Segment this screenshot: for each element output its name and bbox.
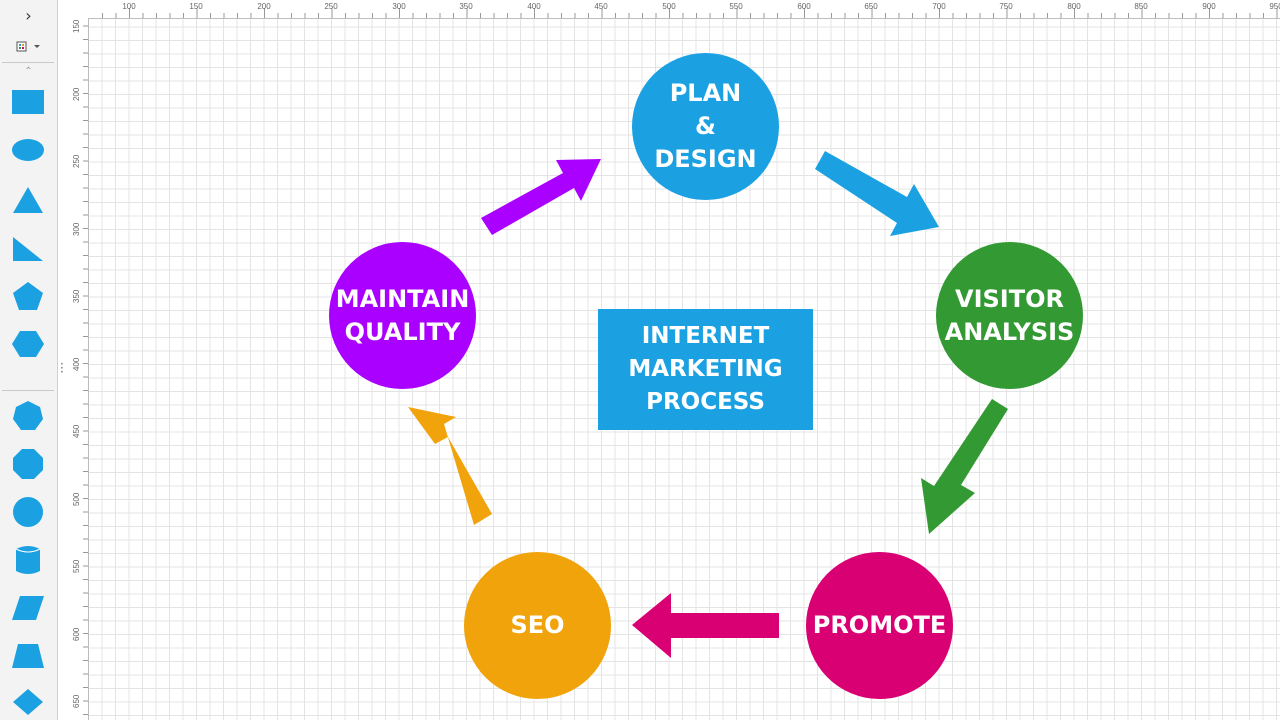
horizontal-ruler-ticks: [102, 8, 1278, 18]
ruler-label: 450: [72, 424, 81, 438]
ruler-label: 650: [864, 2, 878, 11]
step-label: PROMOTE: [812, 611, 947, 639]
ruler-label: 700: [932, 2, 946, 11]
shape-palette: › ⌃: [0, 0, 64, 720]
ruler-label: 500: [662, 2, 676, 11]
ellipse-shape[interactable]: [4, 128, 52, 172]
ruler-label: 200: [72, 87, 81, 101]
central-title-box[interactable]: INTERNET MARKETING PROCESS: [598, 309, 813, 430]
triangle-shape[interactable]: [4, 178, 52, 222]
ruler-label: 750: [999, 2, 1013, 11]
step-label: PLAN & DESIGN: [654, 79, 757, 173]
diamond-shape[interactable]: [4, 680, 52, 724]
central-title-label: INTERNET MARKETING PROCESS: [628, 323, 783, 415]
vertical-ruler: 150 200 250 300 350 400 450 500 550 600 …: [70, 18, 89, 720]
ruler-label: 450: [594, 2, 608, 11]
ruler-label: 400: [72, 357, 81, 371]
ruler-label: 150: [189, 2, 203, 11]
shape-library-button[interactable]: [0, 36, 57, 58]
ruler-corner: [70, 0, 90, 19]
ruler-label: 250: [324, 2, 338, 11]
step-seo[interactable]: SEO: [464, 552, 611, 699]
connector-arrows: [408, 151, 1008, 658]
step-label: VISITOR ANALYSIS: [944, 284, 1075, 346]
ruler-label: 550: [729, 2, 743, 11]
ruler-label: 600: [797, 2, 811, 11]
arrow-visitor-to-promote[interactable]: [921, 399, 1008, 534]
ruler-label: 950: [1269, 2, 1280, 11]
chevron-right-icon: ›: [25, 5, 32, 25]
arrow-seo-to-maintain[interactable]: [408, 407, 492, 525]
step-promote[interactable]: PROMOTE: [806, 552, 953, 699]
rectangle-shape[interactable]: [4, 80, 52, 124]
palette-divider: [2, 62, 54, 63]
trapezoid-shape[interactable]: [4, 634, 52, 678]
vertical-ruler-ticks: [83, 25, 88, 715]
arrow-plan-to-visitor[interactable]: [815, 151, 939, 236]
ruler-label: 300: [72, 222, 81, 236]
decagon-shape[interactable]: [4, 490, 52, 534]
step-visitor-analysis[interactable]: VISITOR ANALYSIS: [936, 242, 1083, 389]
step-label: MAINTAIN QUALITY: [335, 284, 470, 346]
chevron-up-icon: ⌃: [24, 65, 33, 77]
octagon-shape[interactable]: [4, 442, 52, 486]
ruler-label: 350: [459, 2, 473, 11]
drawing-canvas[interactable]: PLAN & DESIGN VISITOR ANALYSIS PROMOTE S…: [89, 19, 1280, 720]
ruler-label: 500: [72, 492, 81, 506]
parallelogram-shape[interactable]: [4, 586, 52, 630]
arrow-maintain-to-plan[interactable]: [481, 159, 601, 235]
right-triangle-shape[interactable]: [4, 226, 52, 270]
ruler-label: 150: [72, 19, 81, 33]
palette-resize-grip[interactable]: ···: [60, 357, 64, 379]
arrow-promote-to-seo[interactable]: [632, 593, 779, 658]
ruler-label: 400: [527, 2, 541, 11]
ruler-label: 200: [257, 2, 271, 11]
ruler-label: 350: [72, 289, 81, 303]
step-plan-design[interactable]: PLAN & DESIGN: [632, 53, 779, 200]
ruler-label: 100: [122, 2, 136, 11]
shape-library-icon: [16, 41, 40, 52]
expand-palette-button[interactable]: ›: [0, 4, 57, 26]
ruler-label: 650: [72, 694, 81, 708]
hexagon-shape[interactable]: [4, 322, 52, 366]
ruler-label: 850: [1134, 2, 1148, 11]
pentagon-shape[interactable]: [4, 274, 52, 318]
ruler-label: 300: [392, 2, 406, 11]
ruler-label: 600: [72, 627, 81, 641]
heptagon-shape[interactable]: [4, 394, 52, 438]
ruler-label: 550: [72, 559, 81, 573]
scroll-up-button[interactable]: ⌃: [0, 64, 57, 78]
step-maintain-quality[interactable]: MAINTAIN QUALITY: [329, 242, 476, 389]
cylinder-shape[interactable]: [4, 538, 52, 582]
horizontal-ruler: 100 150 200 250 300 350 400 450 500 550 …: [89, 0, 1280, 19]
step-label: SEO: [510, 611, 565, 639]
palette-divider: [2, 390, 54, 391]
ruler-label: 800: [1067, 2, 1081, 11]
ruler-label: 250: [72, 154, 81, 168]
ruler-label: 900: [1202, 2, 1216, 11]
